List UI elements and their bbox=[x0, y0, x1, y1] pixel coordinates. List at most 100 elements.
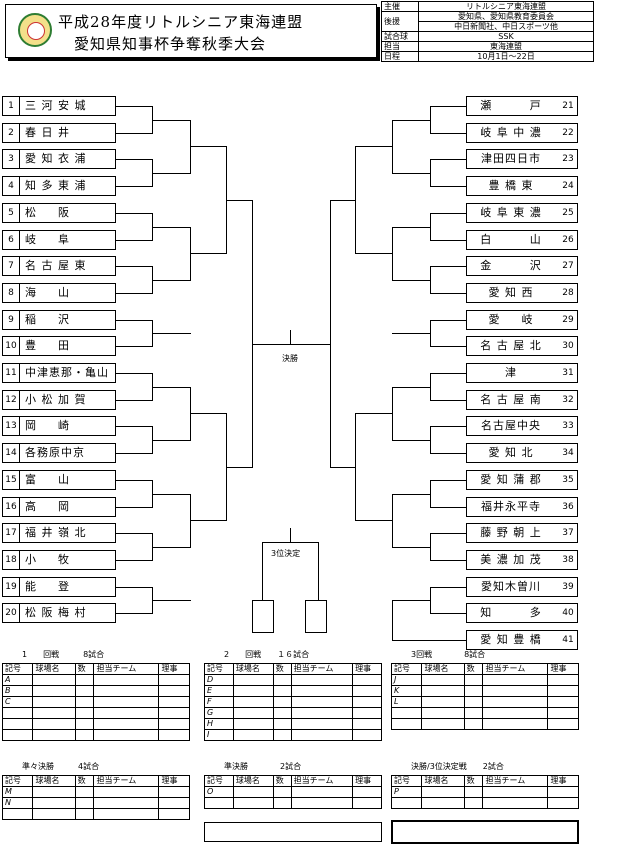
title-line1: 平成28年度リトルシニア東海連盟 bbox=[58, 13, 304, 31]
schedule-title: 1 回戦 8試合 bbox=[22, 650, 105, 659]
bracket-line bbox=[152, 386, 191, 388]
team-number: 25 bbox=[562, 208, 574, 218]
team-name: 中津恵那・亀山 bbox=[25, 366, 109, 379]
schedule-header: 記号 bbox=[390, 663, 423, 675]
team-name: 金 沢 bbox=[480, 259, 542, 272]
team-number: 7 bbox=[3, 257, 20, 275]
team-number: 37 bbox=[562, 528, 574, 538]
team-name: 名古屋中央 bbox=[481, 419, 541, 432]
team-name: 岐 阜 東 濃 bbox=[480, 206, 542, 219]
schedule-header: 数 bbox=[463, 775, 484, 787]
schedule-row-code bbox=[1, 808, 34, 820]
schedule-row-code: M bbox=[1, 786, 34, 798]
bracket-line bbox=[152, 600, 191, 601]
bracket-line bbox=[152, 119, 191, 121]
schedule-header: 担当チーム bbox=[482, 775, 549, 787]
schedule-row-code: K bbox=[390, 685, 423, 697]
schedule-header: 担当チーム bbox=[93, 775, 160, 787]
bracket-line bbox=[152, 172, 191, 174]
bracket-line bbox=[430, 133, 467, 134]
bracket-line bbox=[355, 413, 393, 414]
bracket-line bbox=[330, 199, 331, 468]
team-number: 30 bbox=[562, 341, 574, 351]
bracket-line bbox=[290, 528, 291, 543]
third-place-label: 3位決定 bbox=[271, 549, 301, 558]
schedule-header: 理事 bbox=[352, 663, 382, 675]
schedule-header: 球場名 bbox=[32, 775, 76, 787]
bracket-line bbox=[116, 400, 153, 401]
team-name: 津 bbox=[505, 366, 517, 379]
bracket-line bbox=[190, 413, 227, 414]
schedule-header: 球場名 bbox=[421, 663, 465, 675]
info-value: 10月1日～22日 bbox=[418, 51, 594, 62]
team-name: 稲 沢 bbox=[25, 313, 70, 326]
bracket-line bbox=[430, 453, 467, 454]
schedule-row-code: A bbox=[1, 674, 34, 686]
team-name: 松 阪 bbox=[25, 206, 70, 219]
team-name: 岐 阜 中 濃 bbox=[480, 126, 542, 139]
team-number: 17 bbox=[3, 524, 20, 542]
bracket-line bbox=[430, 507, 467, 508]
team-number: 14 bbox=[3, 444, 20, 462]
schedule-row-code bbox=[390, 707, 423, 719]
schedule-title: 3回戦 8試合 bbox=[411, 650, 486, 659]
schedule-header: 数 bbox=[74, 663, 95, 675]
bracket-line bbox=[116, 213, 153, 214]
team-name: 岡 崎 bbox=[25, 419, 70, 432]
bracket-line bbox=[355, 253, 393, 254]
bracket-line bbox=[116, 533, 153, 534]
bracket-line bbox=[116, 266, 153, 267]
bracket-line bbox=[392, 119, 431, 121]
bracket-line bbox=[330, 466, 356, 468]
bracket-line bbox=[152, 493, 191, 495]
bracket-line bbox=[430, 213, 467, 214]
team-slot-right: 津 31 bbox=[466, 363, 578, 383]
schedule-title: 決勝/3位決定戦 2試合 bbox=[411, 762, 504, 771]
bracket-line bbox=[152, 226, 191, 228]
schedule-header: 球場名 bbox=[421, 775, 465, 787]
team-name: 福 井 嶺 北 bbox=[25, 526, 87, 539]
team-name: 愛 知 豊 橋 bbox=[480, 633, 542, 646]
team-number: 31 bbox=[562, 368, 574, 378]
bracket-line bbox=[116, 159, 153, 160]
team-number: 40 bbox=[562, 608, 574, 618]
schedule-header: 理事 bbox=[547, 663, 579, 675]
bracket-line bbox=[430, 320, 467, 321]
team-number: 38 bbox=[562, 555, 574, 565]
bracket-line bbox=[430, 293, 467, 294]
team-name: 松 阪 梅 村 bbox=[25, 606, 87, 619]
bracket-line bbox=[318, 542, 319, 601]
bracket-line bbox=[392, 600, 393, 641]
team-name: 愛 岐 bbox=[488, 313, 534, 326]
team-number: 12 bbox=[3, 391, 20, 409]
team-name: 知 多 bbox=[480, 606, 542, 619]
team-number: 33 bbox=[562, 421, 574, 431]
bracket-line bbox=[392, 439, 431, 441]
schedule-header: 数 bbox=[272, 775, 292, 787]
team-name: 小 牧 bbox=[25, 553, 70, 566]
blank-box bbox=[391, 820, 579, 844]
team-slot-left: 17 福 井 嶺 北 bbox=[2, 523, 116, 543]
team-number: 35 bbox=[562, 475, 574, 485]
bracket-line bbox=[116, 480, 153, 481]
bracket-line bbox=[392, 279, 431, 281]
schedule-row-code: F bbox=[204, 696, 234, 708]
bracket-line bbox=[430, 266, 467, 267]
bracket-line bbox=[116, 453, 153, 454]
bracket-line bbox=[392, 226, 431, 228]
bracket-line bbox=[430, 587, 467, 588]
